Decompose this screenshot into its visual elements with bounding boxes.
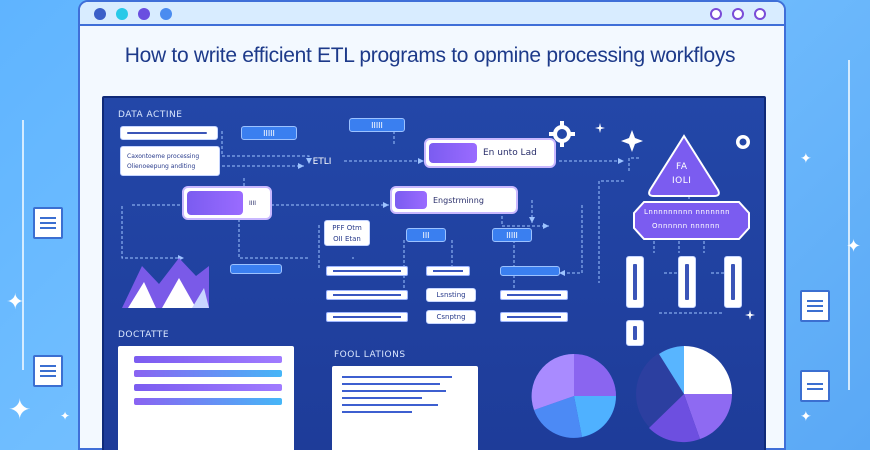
progress-bar	[134, 356, 282, 363]
stack-label-box: PFF Otm OII Etan	[324, 220, 370, 246]
blue-bar[interactable]	[230, 264, 282, 274]
triangle-node	[648, 134, 720, 197]
gear-icon	[549, 121, 575, 147]
section-label: DOCTATTE	[118, 330, 170, 340]
blue-tag[interactable]: IIIII	[241, 126, 297, 140]
section-label: DATA ACTINE	[118, 110, 183, 120]
etl-label: ETLI	[312, 157, 332, 167]
list-line	[342, 397, 422, 399]
window-dot[interactable]	[160, 8, 172, 20]
blue-tag[interactable]: IIIII	[349, 118, 405, 132]
process-chip[interactable]	[326, 290, 408, 300]
window-dot[interactable]	[732, 8, 744, 20]
column-note[interactable]: Lsnsting	[426, 288, 476, 302]
hexagon-text: Lnnnnnnnnn nnnnnnn	[644, 208, 731, 216]
sparkle-icon: ✦	[8, 393, 32, 426]
source-note: Olienoeepung anditing	[127, 162, 196, 170]
document-icon	[33, 207, 63, 239]
output-pill[interactable]	[678, 256, 696, 308]
output-pill[interactable]	[724, 256, 742, 308]
window-dot[interactable]	[138, 8, 150, 20]
sparkle-icon: ✦	[60, 409, 71, 423]
bg-line-right	[848, 60, 850, 390]
browser-window: How to write efficient ETL programs to o…	[78, 0, 786, 450]
extract-fill	[429, 143, 477, 163]
window-dot[interactable]	[94, 8, 106, 20]
extract-label: En unto Lad	[483, 148, 537, 158]
connector-lines	[121, 121, 755, 443]
stack-label: PFF Otm	[332, 223, 362, 232]
progress-bar	[134, 398, 282, 405]
triangle-text: FA	[676, 162, 688, 172]
engineering-label: Engstrminng	[433, 195, 484, 205]
progress-bar	[134, 384, 282, 391]
transform-fill	[187, 191, 243, 215]
progress-card[interactable]	[118, 346, 294, 450]
blue-tag[interactable]: III	[406, 228, 446, 242]
process-chip[interactable]	[426, 266, 470, 276]
source-note: Caxontoeme processing	[127, 152, 200, 160]
process-chip[interactable]	[326, 266, 408, 276]
hexagon-text: Onnnnnn nnnnnn	[652, 222, 720, 230]
page-title: How to write efficient ETL programs to o…	[124, 44, 736, 67]
bg-line-left	[22, 120, 24, 370]
extract-load-box[interactable]: En unto Lad	[424, 138, 556, 168]
source-notes-box[interactable]: Caxontoeme processing Olienoeepung andit…	[120, 146, 220, 176]
process-chip[interactable]	[500, 290, 568, 300]
document-icon	[800, 290, 830, 322]
etl-diagram-panel: DATA ACTINE Caxontoeme processing Olieno…	[102, 96, 766, 450]
stack-label: OII Etan	[333, 234, 361, 243]
source-box[interactable]	[120, 126, 218, 140]
sparkle-icon	[621, 130, 643, 152]
output-pill[interactable]	[626, 256, 644, 308]
triangle-text: IOLI	[672, 176, 692, 186]
blue-tag[interactable]: IIIII	[492, 228, 532, 242]
hexagon-node	[633, 201, 750, 240]
engineering-box[interactable]: Engstrminng	[390, 186, 518, 214]
process-chip[interactable]	[500, 312, 568, 322]
column-note[interactable]: Csnptng	[426, 310, 476, 324]
document-icon	[33, 355, 63, 387]
sparkle-icon: ✦	[6, 290, 25, 315]
transform-label: IIII	[249, 199, 257, 207]
window-titlebar	[80, 2, 784, 26]
list-line	[342, 404, 438, 406]
sparkle-icon: ✦	[800, 409, 812, 425]
sparkle-icon	[595, 123, 605, 133]
list-line	[342, 390, 446, 392]
sparkle-icon: ✦	[800, 151, 812, 167]
engineering-fill	[395, 191, 427, 209]
transform-box[interactable]: IIII	[182, 186, 272, 220]
list-line	[342, 411, 412, 413]
window-dot[interactable]	[754, 8, 766, 20]
list-line	[342, 383, 440, 385]
list-line	[342, 376, 452, 378]
sparkle-icon	[745, 310, 755, 320]
window-dot[interactable]	[710, 8, 722, 20]
document-icon	[800, 370, 830, 402]
list-card[interactable]	[332, 366, 478, 450]
sparkle-icon: ✦	[846, 236, 862, 257]
progress-bar	[134, 370, 282, 377]
window-dot[interactable]	[116, 8, 128, 20]
output-pill[interactable]	[626, 320, 644, 346]
process-chip[interactable]	[326, 312, 408, 322]
section-label: FOOL LATIONS	[334, 350, 406, 360]
blue-bar[interactable]	[500, 266, 560, 276]
